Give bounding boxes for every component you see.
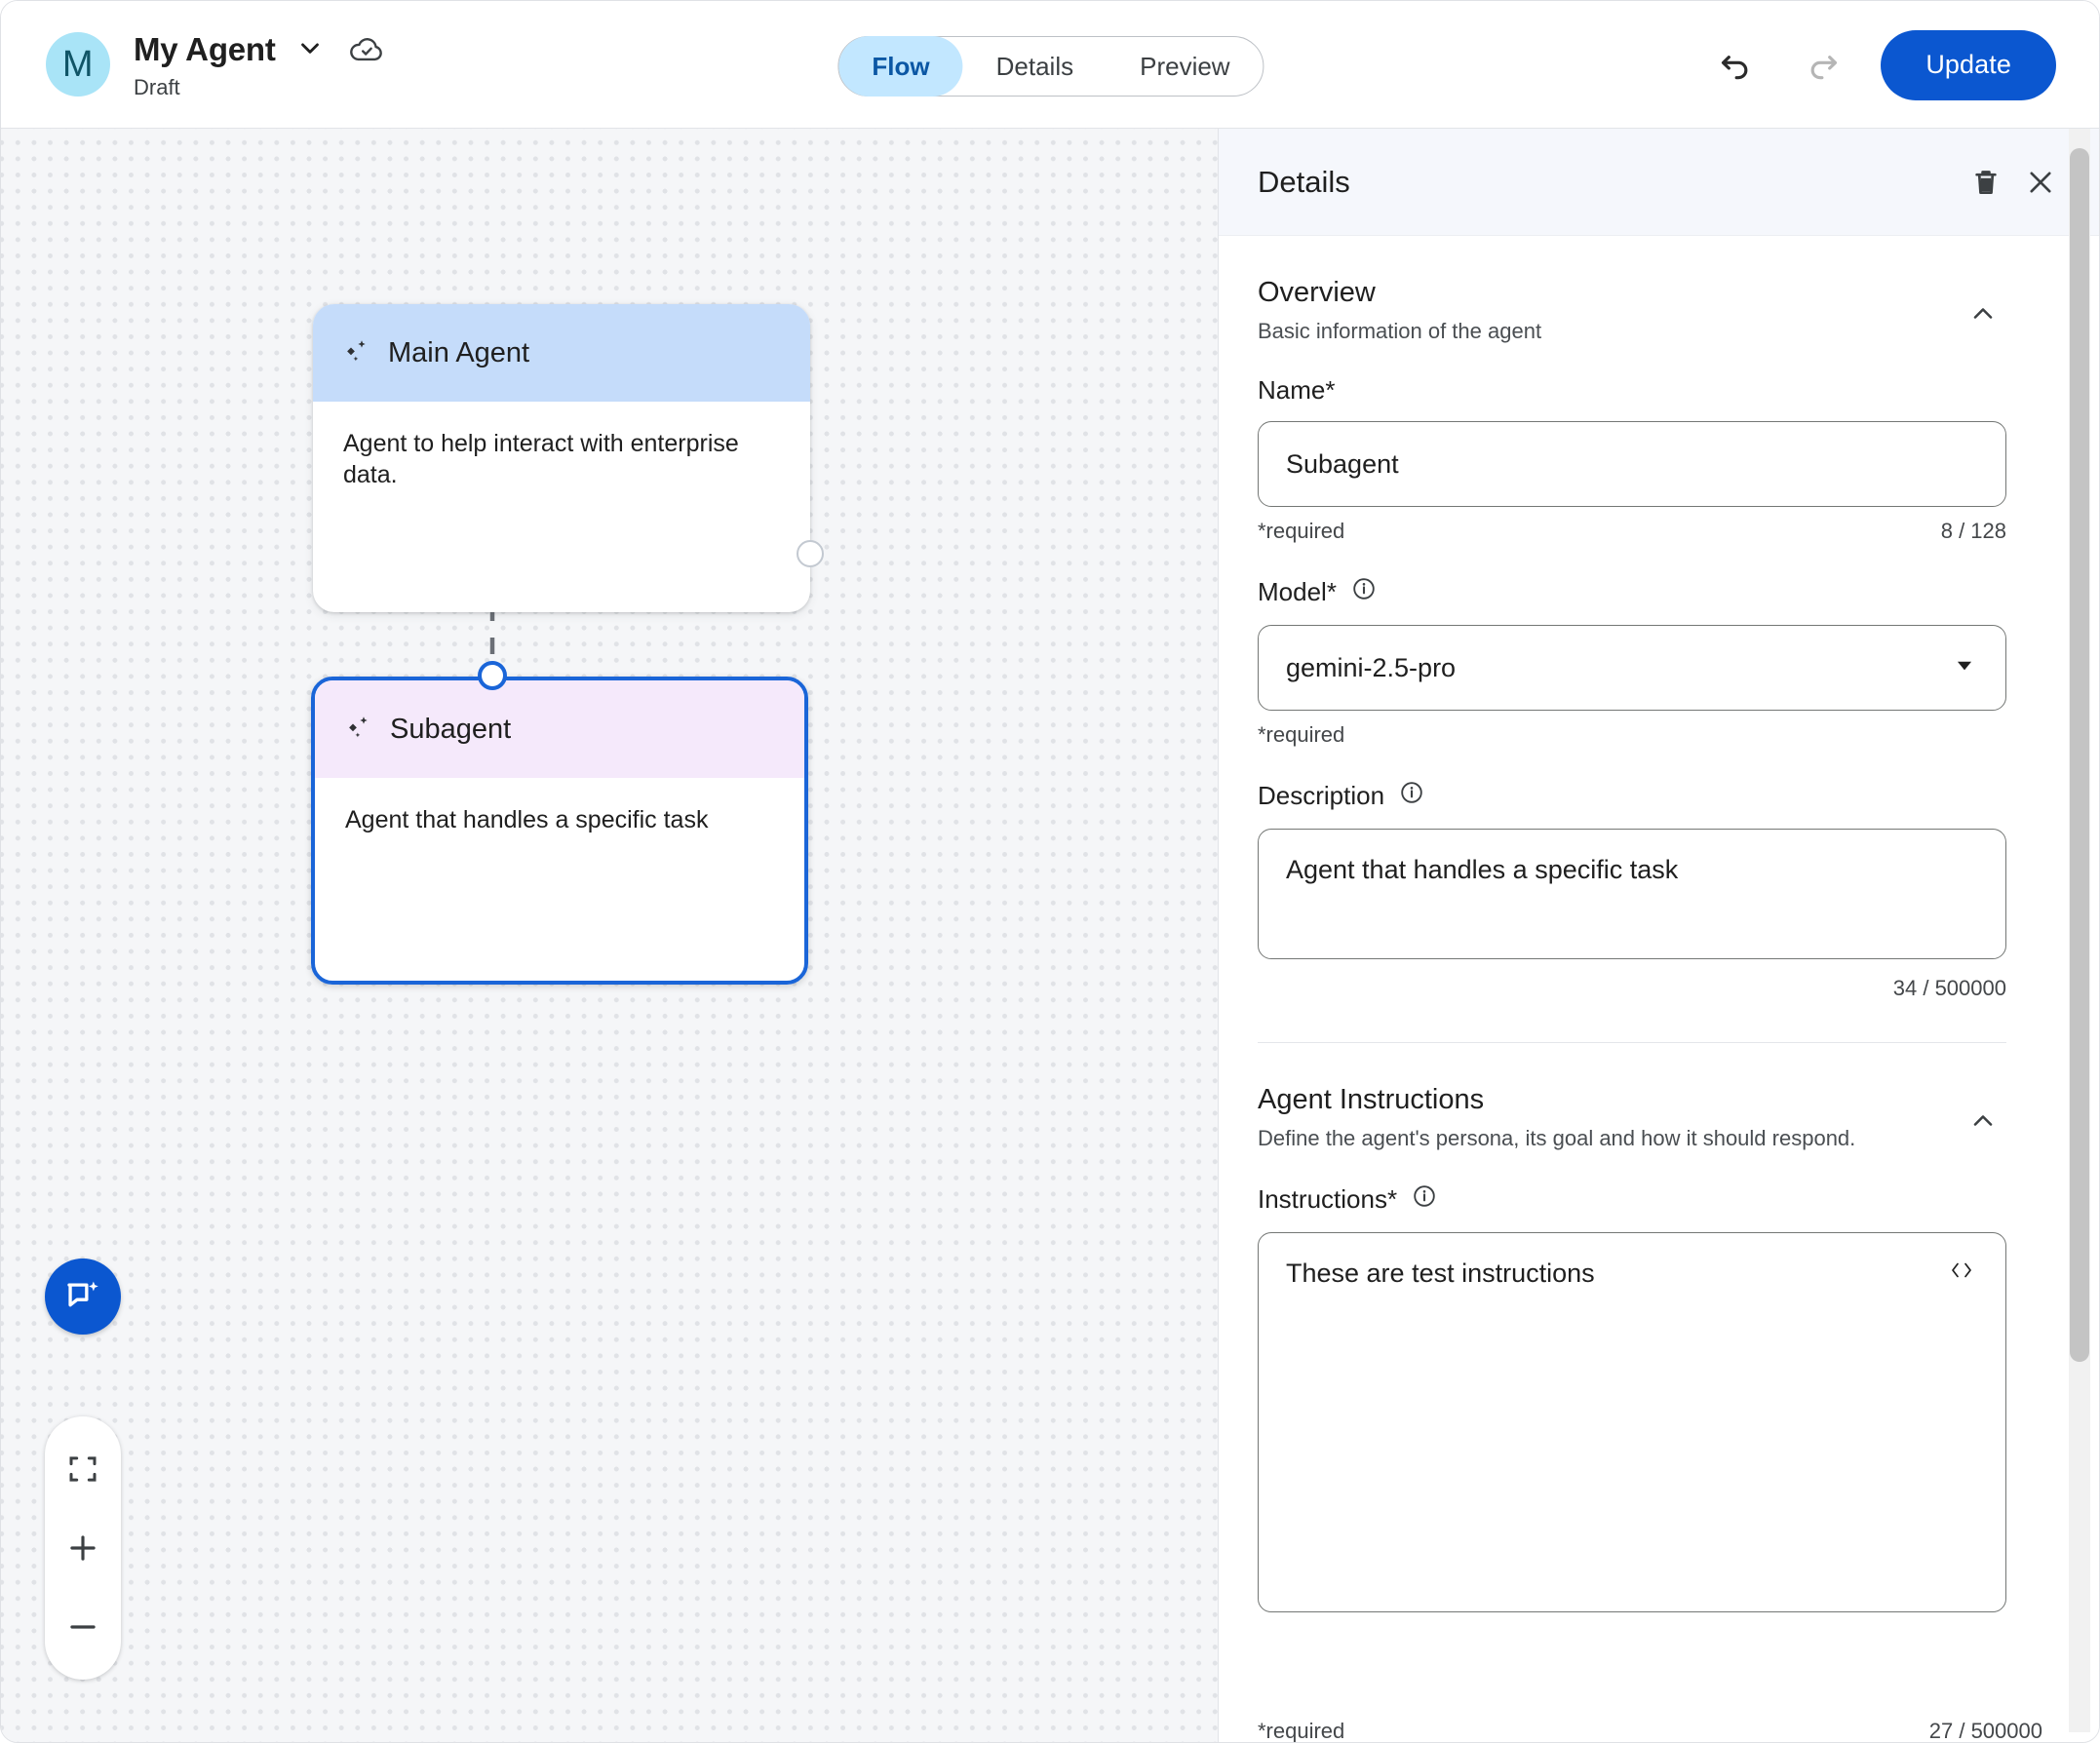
description-counter: 34 / 500000 bbox=[1892, 976, 2006, 1000]
section-subtitle: Basic information of the agent bbox=[1258, 319, 1542, 343]
details-panel-header: Details bbox=[1219, 129, 2099, 236]
plus-icon[interactable] bbox=[49, 1514, 117, 1582]
node-description: Agent that handles a specific task bbox=[345, 806, 709, 833]
node-handle-top[interactable] bbox=[478, 661, 507, 690]
model-helper: *required bbox=[1258, 722, 2006, 748]
node-title: Main Agent bbox=[388, 336, 530, 368]
info-icon[interactable] bbox=[1350, 575, 1378, 609]
field-instructions: Instructions* bbox=[1258, 1182, 2006, 1617]
tab-flow[interactable]: Flow bbox=[838, 36, 963, 97]
description-helper: 34 / 500000 bbox=[1258, 976, 2006, 1001]
trash-icon[interactable] bbox=[1959, 155, 2013, 210]
minus-icon[interactable] bbox=[49, 1593, 117, 1661]
instructions-label-row: Instructions* bbox=[1258, 1182, 2006, 1217]
field-model: Model* *require bbox=[1258, 575, 2006, 748]
details-panel-title: Details bbox=[1258, 164, 1350, 199]
top-bar-actions: Update bbox=[1705, 1, 2056, 129]
section-title: Agent Instructions bbox=[1258, 1084, 1485, 1115]
model-required-text: *required bbox=[1258, 722, 1345, 747]
node-body: Agent that handles a specific task bbox=[315, 778, 804, 981]
avatar: M bbox=[46, 32, 110, 97]
undo-icon[interactable] bbox=[1705, 35, 1766, 96]
section-agent-instructions-header: Agent Instructions Define the agent's pe… bbox=[1258, 1043, 2006, 1151]
agent-title-block: My Agent Draft bbox=[134, 29, 385, 100]
view-tabs: Flow Details Preview bbox=[837, 36, 1264, 97]
node-handle-right[interactable] bbox=[797, 540, 824, 567]
details-panel-body[interactable]: Overview Basic information of the agent … bbox=[1219, 236, 2065, 1742]
node-main-agent[interactable]: Main Agent Agent to help interact with e… bbox=[313, 304, 824, 612]
field-description: Description 34 / 500000 bbox=[1258, 779, 2006, 1001]
chevron-down-icon[interactable] bbox=[295, 33, 325, 67]
code-brackets-icon[interactable] bbox=[1946, 1258, 1977, 1288]
node-body: Agent to help interact with enterprise d… bbox=[313, 402, 810, 612]
sparkle-icon bbox=[345, 713, 374, 747]
top-bar: M My Agent Draft Flo bbox=[1, 1, 2099, 129]
section-title: Overview bbox=[1258, 277, 1376, 308]
name-counter: 8 / 128 bbox=[1940, 519, 2006, 543]
zoom-controls bbox=[45, 1416, 121, 1680]
agent-status: Draft bbox=[134, 74, 180, 99]
description-label-row: Description bbox=[1258, 779, 2006, 813]
node-header: Subagent bbox=[315, 680, 804, 778]
fit-screen-icon[interactable] bbox=[49, 1435, 117, 1503]
instructions-required-text: *required bbox=[1258, 1723, 1345, 1743]
panel-scrollbar-thumb[interactable] bbox=[2070, 148, 2089, 1362]
name-helper: *required 8 / 128 bbox=[1258, 519, 2006, 544]
model-select-wrap bbox=[1258, 625, 2006, 711]
name-label: Name* bbox=[1258, 375, 1336, 405]
name-required-text: *required bbox=[1258, 519, 1345, 543]
update-button[interactable]: Update bbox=[1881, 29, 2056, 100]
field-name: Name* *required 8 / 128 bbox=[1258, 375, 2006, 544]
section-divider bbox=[1258, 1042, 2006, 1043]
tab-details[interactable]: Details bbox=[995, 51, 1074, 81]
instructions-helper: *required 27 / 500000 bbox=[1258, 1723, 2042, 1743]
flow-canvas[interactable]: Main Agent Agent to help interact with e… bbox=[1, 129, 1218, 1742]
node-header: Main Agent bbox=[313, 304, 810, 402]
chat-sparkle-icon[interactable] bbox=[45, 1259, 121, 1335]
agent-brand: M My Agent Draft bbox=[46, 29, 385, 100]
sparkle-icon bbox=[343, 336, 372, 370]
close-icon[interactable] bbox=[2013, 155, 2068, 210]
instructions-textarea[interactable] bbox=[1258, 1232, 2006, 1612]
description-label: Description bbox=[1258, 781, 1385, 810]
redo-icon[interactable] bbox=[1793, 35, 1853, 96]
info-icon[interactable] bbox=[1411, 1182, 1438, 1217]
model-label-row: Model* bbox=[1258, 575, 2006, 609]
details-panel: Details Overview Basic information of th… bbox=[1218, 129, 2099, 1743]
tab-preview[interactable]: Preview bbox=[1140, 51, 1230, 81]
section-overview-header: Overview Basic information of the agent bbox=[1258, 236, 2006, 344]
chevron-up-icon[interactable] bbox=[1960, 1098, 2006, 1144]
instructions-wrap bbox=[1258, 1232, 2006, 1617]
description-textarea[interactable] bbox=[1258, 829, 2006, 959]
instructions-counter: 27 / 500000 bbox=[1928, 1723, 2042, 1743]
node-subagent[interactable]: Subagent Agent that handles a specific t… bbox=[311, 661, 808, 985]
name-input[interactable] bbox=[1258, 421, 2006, 507]
model-label: Model* bbox=[1258, 577, 1337, 606]
section-subtitle: Define the agent's persona, its goal and… bbox=[1258, 1126, 1856, 1150]
page-title: My Agent bbox=[134, 31, 276, 67]
node-description: Agent to help interact with enterprise d… bbox=[343, 430, 739, 488]
node-title: Subagent bbox=[390, 713, 512, 745]
info-icon[interactable] bbox=[1398, 779, 1425, 813]
panel-scrollbar-track[interactable] bbox=[2069, 129, 2090, 1732]
chevron-up-icon[interactable] bbox=[1960, 290, 2006, 337]
cloud-done-icon bbox=[348, 29, 385, 71]
model-select[interactable] bbox=[1258, 625, 2006, 711]
instructions-label: Instructions* bbox=[1258, 1184, 1398, 1214]
